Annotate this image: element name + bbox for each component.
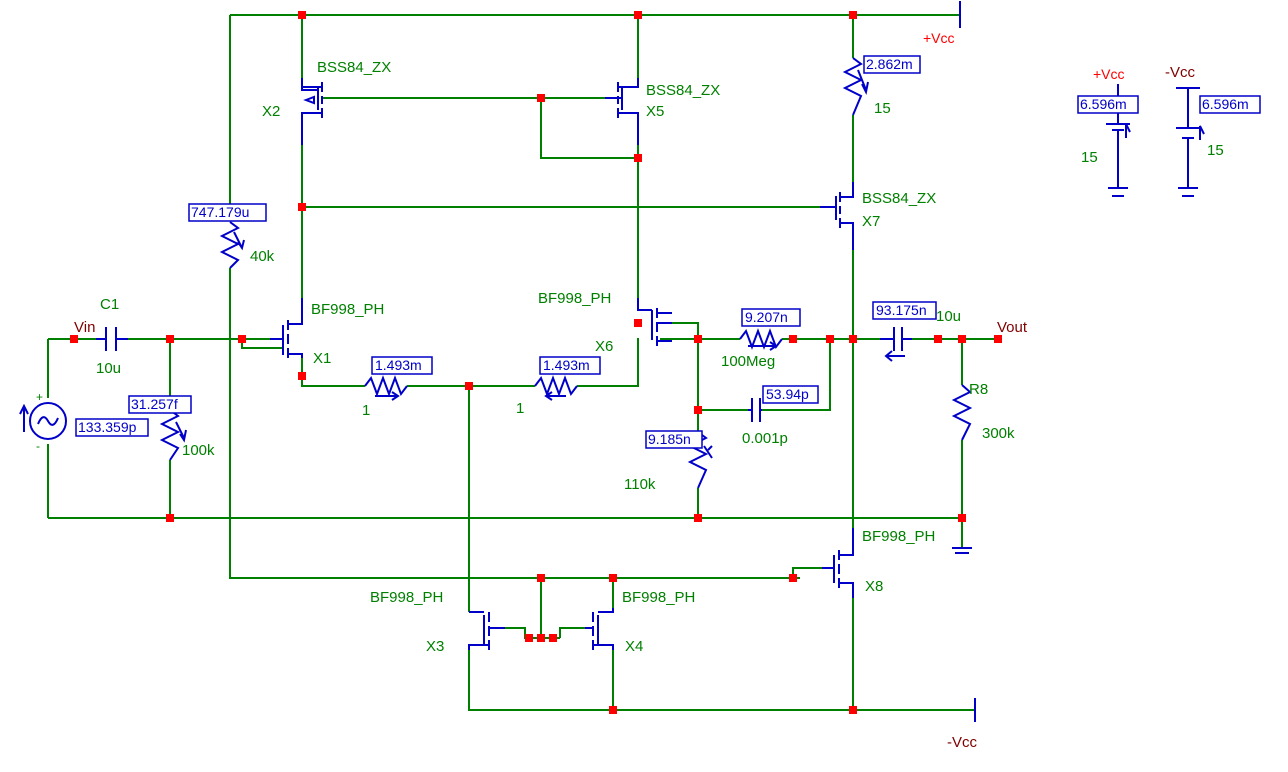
x3-name: X3: [426, 638, 444, 655]
supply-neg-label: -Vcc: [1165, 64, 1196, 81]
meter-r-src1-value: 1.493m: [375, 357, 422, 373]
meter-r-src1[interactable]: 1.493m: [371, 356, 433, 375]
x8-name: X8: [865, 578, 883, 595]
source-minus-sign: -: [36, 439, 40, 453]
x7-pmos-transistor[interactable]: [820, 182, 854, 250]
r8-resistor[interactable]: [951, 384, 973, 441]
wires: [47, 1, 998, 711]
r-bias-value: 40k: [250, 248, 275, 265]
r-src1-resistor[interactable]: [364, 375, 408, 401]
x3-nmos-transistor[interactable]: [468, 611, 505, 650]
meter-r-in[interactable]: 31.257f: [128, 395, 192, 414]
r-gnd-resistor[interactable]: [687, 431, 713, 489]
meter-c-comp-value: 53.94p: [766, 386, 809, 402]
meter-source[interactable]: 133.359p: [75, 418, 149, 437]
x5-name: X5: [646, 103, 664, 120]
net-vin: Vin: [74, 319, 95, 336]
x5-model: BSS84_ZX: [646, 82, 720, 99]
supply-pos-value: 15: [1081, 149, 1098, 166]
ground-symbol-output: [952, 547, 972, 554]
meter-vcc-top-value: 2.862m: [866, 56, 913, 72]
supply-neg-battery[interactable]: [1176, 87, 1205, 197]
meter-c-comp[interactable]: 53.94p: [762, 385, 819, 404]
vcc-top-value: 15: [874, 100, 891, 117]
x7-name: X7: [862, 213, 880, 230]
x6-name: X6: [595, 338, 613, 355]
meter-vcc-top[interactable]: 2.862m: [863, 55, 921, 74]
net-vout: Vout: [997, 319, 1028, 336]
x8-model: BF998_PH: [862, 528, 935, 545]
meter-r-src2-value: 1.493m: [543, 357, 590, 373]
r-src2-value: 1: [516, 400, 524, 417]
meter-supply-neg[interactable]: 6.596m: [1199, 95, 1261, 114]
meter-r-bias-value: 747.179u: [191, 204, 249, 220]
meter-r-src2[interactable]: 1.493m: [539, 356, 601, 375]
supply-neg-value: 15: [1207, 142, 1224, 159]
x4-name: X4: [625, 638, 643, 655]
c1-capacitor[interactable]: [96, 327, 128, 351]
net-vcc-pos: +Vcc: [923, 30, 955, 46]
meter-supply-pos-value: 6.596m: [1080, 96, 1127, 112]
x4-nmos-transistor[interactable]: [585, 608, 614, 650]
net-vcc-neg: -Vcc: [947, 734, 978, 751]
meter-source-value: 133.359p: [78, 419, 137, 435]
x2-model: BSS84_ZX: [317, 59, 391, 76]
x1-nmos-transistor[interactable]: [270, 298, 303, 358]
x1-name: X1: [313, 350, 331, 367]
x6-model: BF998_PH: [538, 290, 611, 307]
x2-name: X2: [262, 103, 280, 120]
junction-nodes: [70, 11, 1002, 714]
x6-nmos-transistor[interactable]: [637, 298, 672, 346]
meter-c-out[interactable]: 93.175n: [872, 301, 937, 320]
x8-nmos-transistor[interactable]: [822, 528, 854, 598]
ac-voltage-source[interactable]: [19, 402, 67, 440]
r8-name: R8: [969, 381, 988, 398]
x1-model: BF998_PH: [311, 301, 384, 318]
c1-name: C1: [100, 296, 119, 313]
x5-pmos-transistor[interactable]: [605, 78, 639, 145]
x7-model: BSS84_ZX: [862, 190, 936, 207]
x2-pmos-transistor[interactable]: [301, 78, 323, 145]
supply-pos-label: +Vcc: [1093, 66, 1125, 82]
meter-supply-pos[interactable]: 6.596m: [1077, 95, 1139, 114]
r-gnd-value: 110k: [624, 476, 656, 493]
x4-model: BF998_PH: [622, 589, 695, 606]
x3-model: BF998_PH: [370, 589, 443, 606]
meter-r-gnd-value: 9.185n: [648, 431, 691, 447]
r-src1-value: 1: [362, 402, 370, 419]
r8-value: 300k: [982, 425, 1015, 442]
r-fb-value: 100Meg: [721, 353, 775, 370]
c-out-capacitor[interactable]: [880, 327, 912, 362]
source-plus-sign: +: [36, 390, 43, 404]
r-fb-resistor[interactable]: [739, 328, 783, 351]
meter-r-fb-value: 9.207n: [745, 309, 788, 325]
c-out-value: 10u: [936, 308, 961, 325]
r-in-resistor[interactable]: [159, 409, 187, 461]
meter-c-out-value: 93.175n: [876, 302, 927, 318]
r-in-value: 100k: [182, 442, 215, 459]
meter-r-bias[interactable]: 747.179u: [188, 203, 267, 222]
c-comp-value: 0.001p: [742, 430, 788, 447]
meter-r-in-value: 31.257f: [131, 396, 178, 412]
vcc-top-meter-resistor[interactable]: [842, 57, 869, 116]
meter-r-fb[interactable]: 9.207n: [741, 308, 801, 327]
c1-value: 10u: [96, 360, 121, 377]
meter-supply-neg-value: 6.596m: [1202, 96, 1249, 112]
r-bias-resistor[interactable]: [219, 221, 245, 269]
c-comp-capacitor[interactable]: [748, 398, 762, 422]
r-src2-resistor[interactable]: [534, 375, 578, 401]
meter-r-gnd[interactable]: 9.185n: [645, 430, 703, 449]
